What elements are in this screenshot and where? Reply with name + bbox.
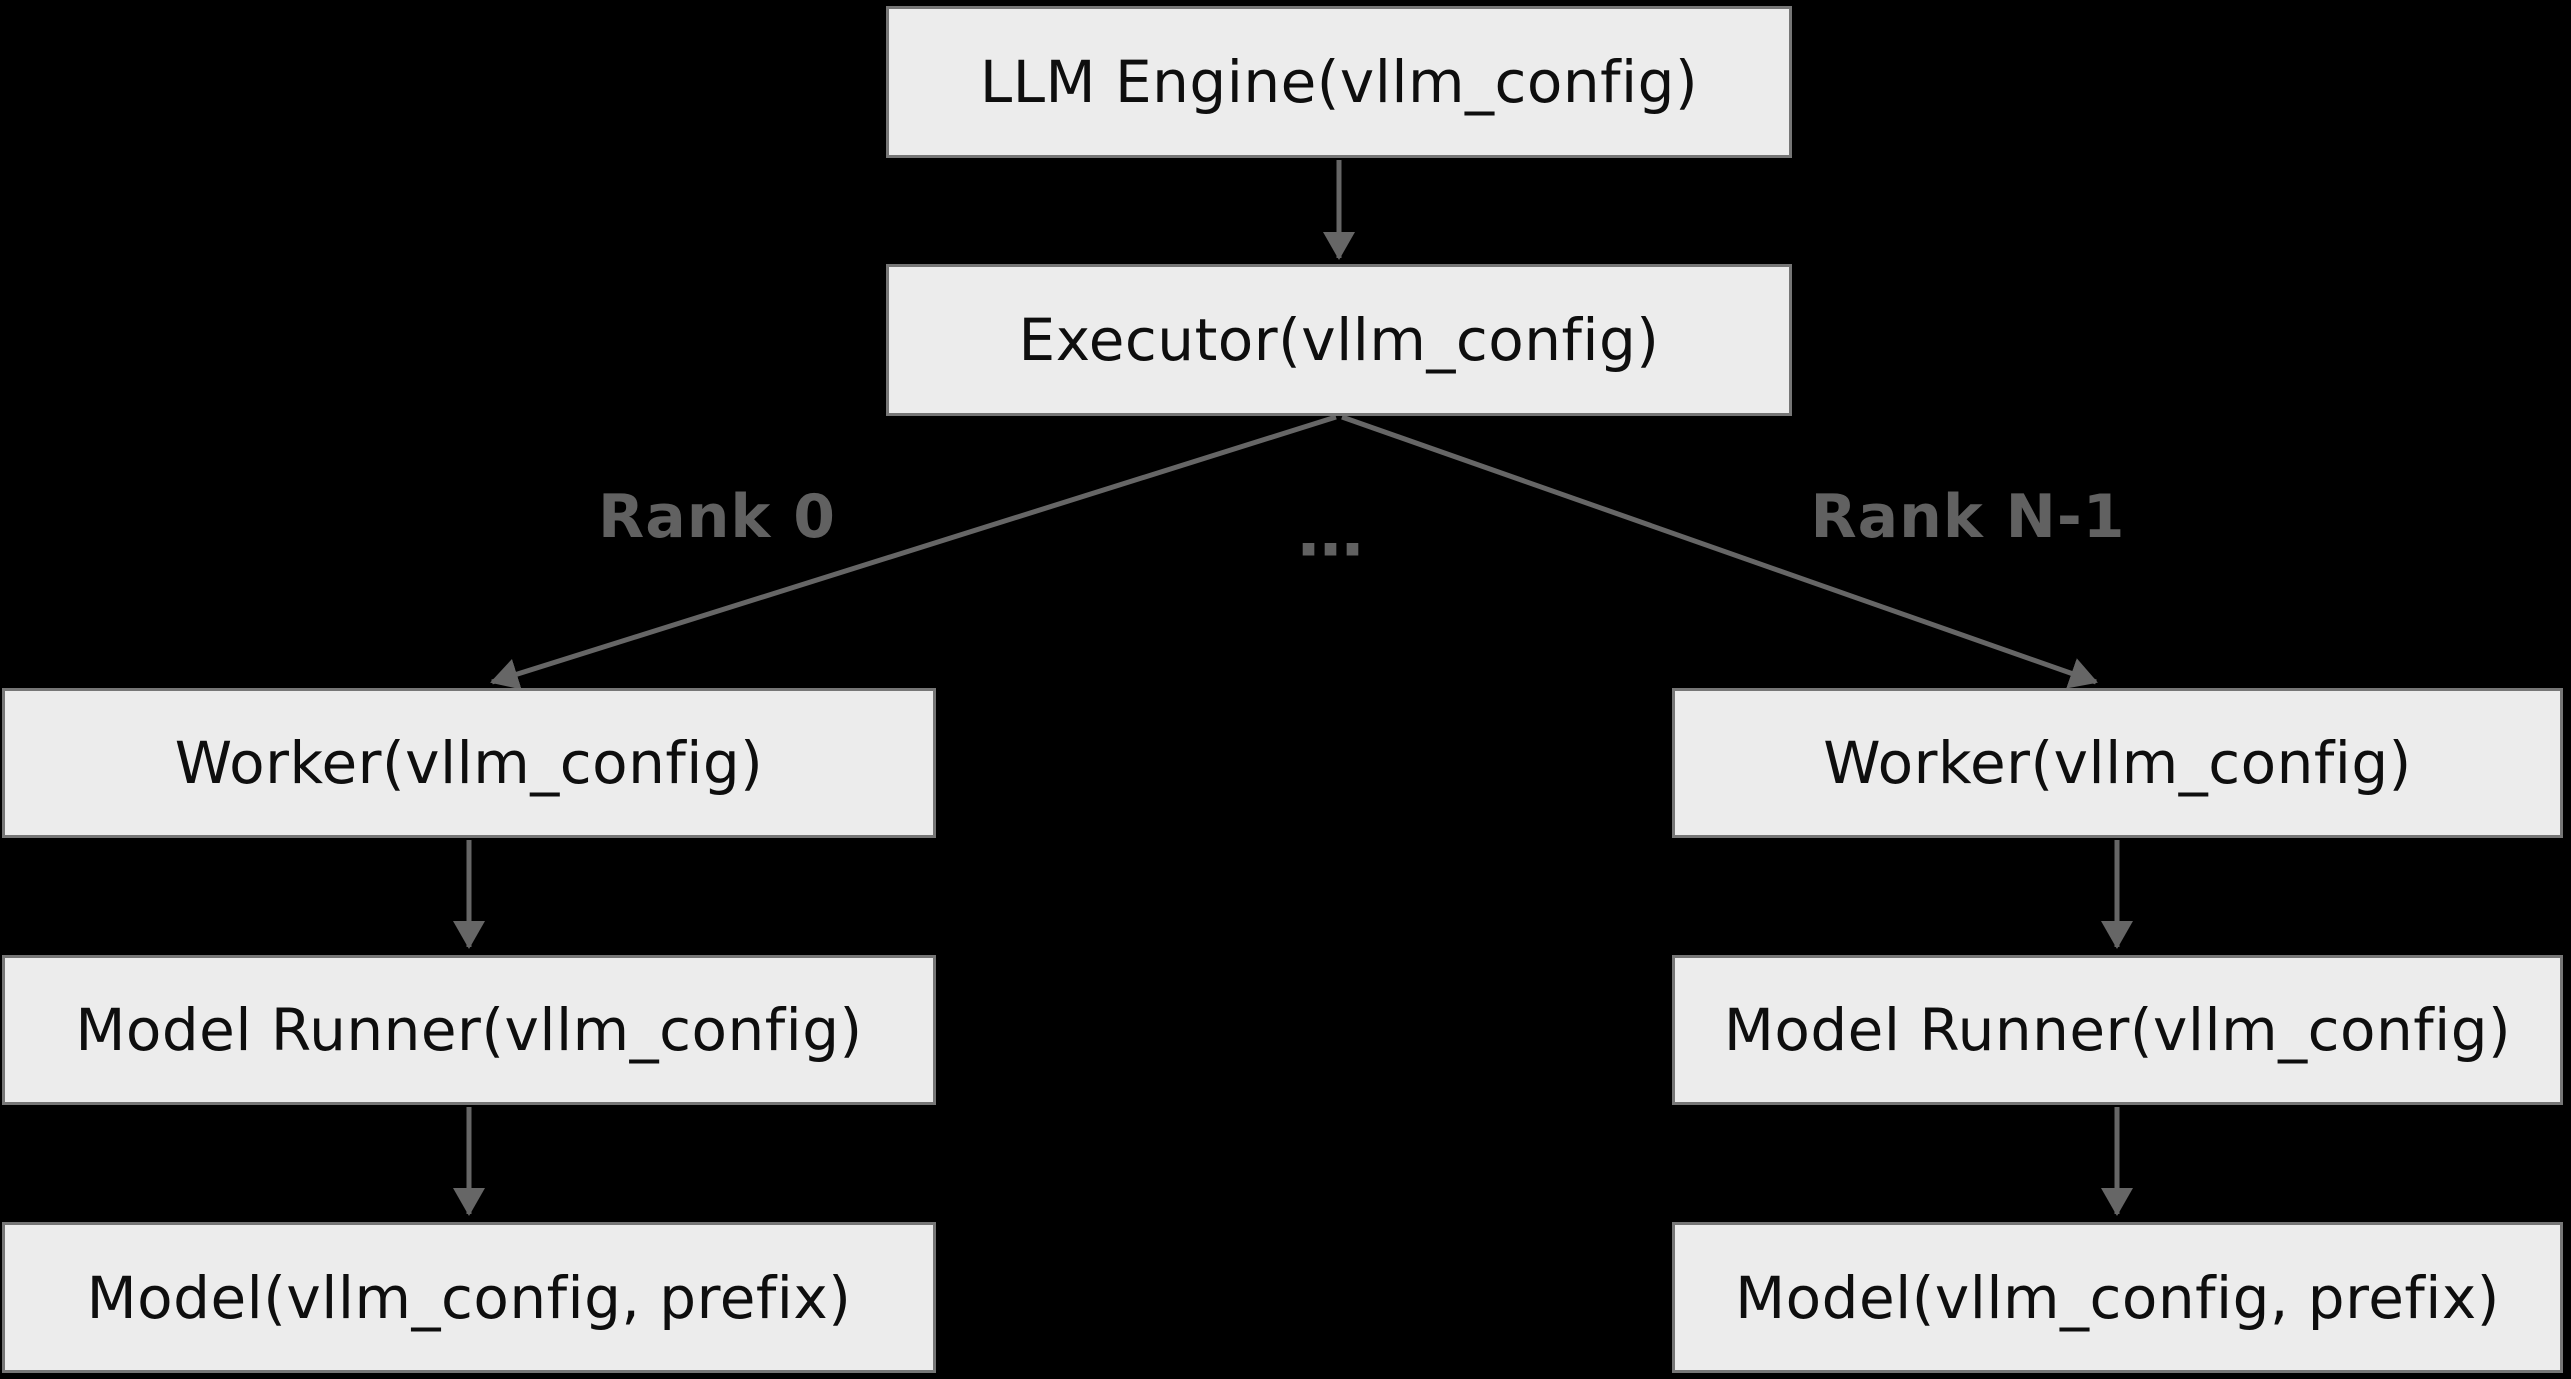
node-model-runner-rank0: Model Runner(vllm_config): [2, 955, 936, 1105]
node-llm-engine: LLM Engine(vllm_config): [886, 6, 1792, 158]
node-worker-rank-n-1: Worker(vllm_config): [1672, 688, 2563, 838]
edge-label-ellipsis: …: [1297, 494, 1365, 572]
edge-label-rank-n-1: Rank N-1: [1810, 482, 2126, 552]
node-worker-rank0: Worker(vllm_config): [2, 688, 936, 838]
node-model-rank0: Model(vllm_config, prefix): [2, 1222, 936, 1373]
node-model-rank-n-1: Model(vllm_config, prefix): [1672, 1222, 2563, 1373]
edge-label-rank-0: Rank 0: [598, 482, 836, 552]
node-model-runner-rank-n-1: Model Runner(vllm_config): [1672, 955, 2563, 1105]
node-executor: Executor(vllm_config): [886, 264, 1792, 416]
